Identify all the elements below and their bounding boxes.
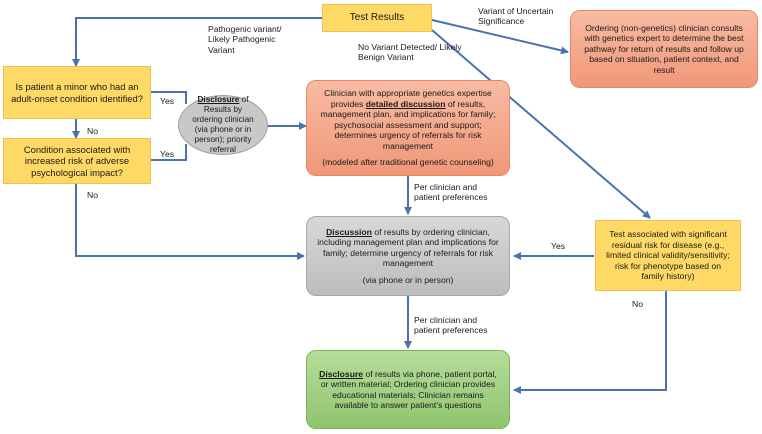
label-pathogenic: Pathogenic variant/ Likely Pathogenic Va… — [208, 24, 282, 55]
label-residual-yes: Yes — [551, 241, 566, 251]
edge-pathogenic — [72, 17, 322, 67]
label-residual-no: No — [632, 299, 643, 309]
final-disclosure-bold: Disclosure — [319, 368, 364, 379]
ordering-disclosure-text: of Results by ordering clinician (via ph… — [192, 95, 254, 154]
expert-discussion-node: Clinician with appropriate genetics expe… — [306, 80, 510, 176]
edge-minor-yes — [151, 91, 187, 104]
minor-question-node: Is patient a minor who had an adult-onse… — [3, 66, 151, 119]
label-minor-no: No — [87, 126, 98, 136]
expert-discussion-bold: detailed discussion — [365, 98, 446, 109]
clinician-discussion-node: Discussion of results by ordering clinic… — [306, 216, 510, 296]
ordering-disclosure-node: Disclosure of Results by ordering clinic… — [178, 95, 268, 155]
minor-question-text: Is patient a minor who had an adult-onse… — [11, 81, 143, 104]
label-no-variant: No Variant Detected/ Likely Benign Varia… — [358, 42, 462, 63]
label-vus: Variant of Uncertain Significance — [478, 6, 554, 27]
label-psych-no: No — [87, 190, 98, 200]
label-psych-yes: Yes — [160, 149, 175, 159]
ordering-disclosure-bold: Disclosure — [197, 95, 240, 104]
vus-consult-node: Ordering (non-genetics) clinician consul… — [570, 10, 758, 88]
label-minor-yes: Yes — [160, 96, 175, 106]
residual-risk-text: Test associated with significant residua… — [606, 229, 730, 282]
clinician-discussion-text: of results by ordering clinician, includ… — [317, 226, 499, 269]
edge-psych-yes — [151, 144, 187, 161]
clinician-discussion-note: (via phone or in person) — [362, 274, 454, 285]
psych-question-text: Condition associated with increased risk… — [23, 143, 131, 178]
vus-consult-text: Ordering (non-genetics) clinician consul… — [584, 22, 744, 75]
test-results-text: Test Results — [349, 11, 405, 23]
label-pref-lower: Per clinician and patient preferences — [414, 315, 488, 336]
edge-no-variant — [431, 29, 651, 219]
final-disclosure-node: Disclosure of results via phone, patient… — [306, 350, 510, 429]
edge-psych-no — [75, 184, 305, 260]
expert-discussion-note: (modeled after traditional genetic couns… — [322, 157, 494, 168]
test-results-node: Test Results — [322, 4, 432, 32]
label-pref-upper: Per clinician and patient preferences — [414, 182, 488, 203]
edge-vus — [431, 19, 569, 55]
psych-question-node: Condition associated with increased risk… — [3, 138, 151, 184]
final-disclosure-text: of results via phone, patient portal, or… — [320, 368, 497, 410]
residual-risk-node: Test associated with significant residua… — [595, 220, 741, 291]
expert-discussion-post: of results, management plan, and implica… — [320, 98, 496, 151]
edge-residual-no — [513, 291, 667, 394]
clinician-discussion-bold: Discussion — [326, 226, 372, 237]
expert-discussion-pre: Clinician with appropriate genetics expe… — [324, 88, 492, 109]
